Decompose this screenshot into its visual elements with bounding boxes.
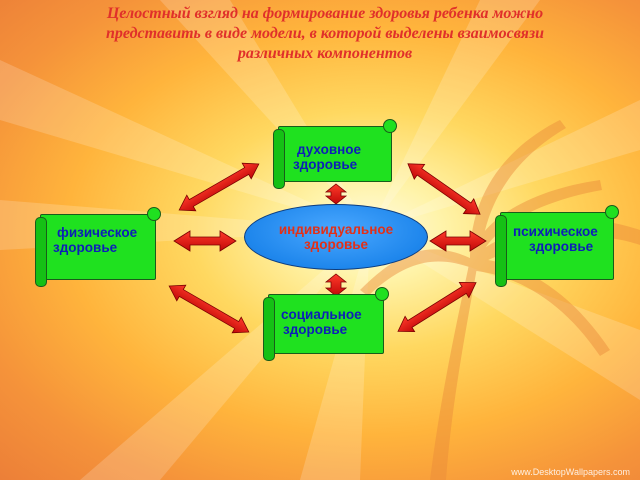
node-label-line: здоровье: [53, 240, 118, 255]
node-label-line: здоровье: [303, 237, 369, 252]
scroll-curl: [375, 287, 389, 301]
node-label-line: индивидуальное: [278, 222, 394, 237]
node-social-health: социальное здоровье: [263, 287, 389, 361]
title-line-1: Целостный взгляд на формирование здоровь…: [106, 5, 544, 22]
arrow-mental-social: [397, 282, 477, 332]
arrow-spiritual-individual: [324, 183, 348, 205]
watermark: www.DesktopWallpapers.com: [511, 467, 630, 477]
node-individual-health: индивидуальное здоровье: [244, 204, 428, 270]
title-line-3: различных компонентов: [237, 45, 413, 62]
node-physical-health: физическое здоровье: [35, 207, 161, 287]
node-label-line: здоровье: [293, 157, 358, 172]
arrow-individual-mental: [429, 230, 487, 252]
node-mental-health: психическое здоровье: [495, 205, 619, 287]
node-label: индивидуальное здоровье: [279, 222, 393, 252]
scroll-curl: [35, 217, 47, 287]
node-label: духовное здоровье: [293, 142, 383, 172]
scroll-curl: [273, 129, 285, 189]
scroll-curl: [263, 297, 275, 361]
scroll-curl: [383, 119, 397, 133]
node-label-line: здоровье: [529, 239, 594, 254]
scroll-curl: [495, 215, 507, 287]
arrow-individual-social: [324, 273, 348, 297]
scroll-curl: [147, 207, 161, 221]
arrow-spiritual-mental: [407, 163, 481, 215]
arrow-physical-individual: [173, 230, 237, 252]
node-label-line: психическое: [513, 224, 598, 239]
node-label-line: духовное: [297, 142, 362, 157]
node-spiritual-health: духовное здоровье: [273, 119, 397, 189]
node-label: психическое здоровье: [513, 224, 605, 254]
scroll-curl: [605, 205, 619, 219]
arrow-physical-social: [168, 284, 250, 334]
arrow-physical-spiritual: [178, 162, 260, 212]
node-label: социальное здоровье: [281, 307, 375, 337]
title-line-2: представить в виде модели, в которой выд…: [105, 25, 545, 42]
node-label-line: социальное: [281, 307, 362, 322]
slide-title: Целостный взгляд на формирование здоровь…: [30, 4, 620, 64]
node-label-line: физическое: [57, 225, 138, 240]
node-label-line: здоровье: [283, 322, 348, 337]
node-label: физическое здоровье: [53, 225, 147, 255]
